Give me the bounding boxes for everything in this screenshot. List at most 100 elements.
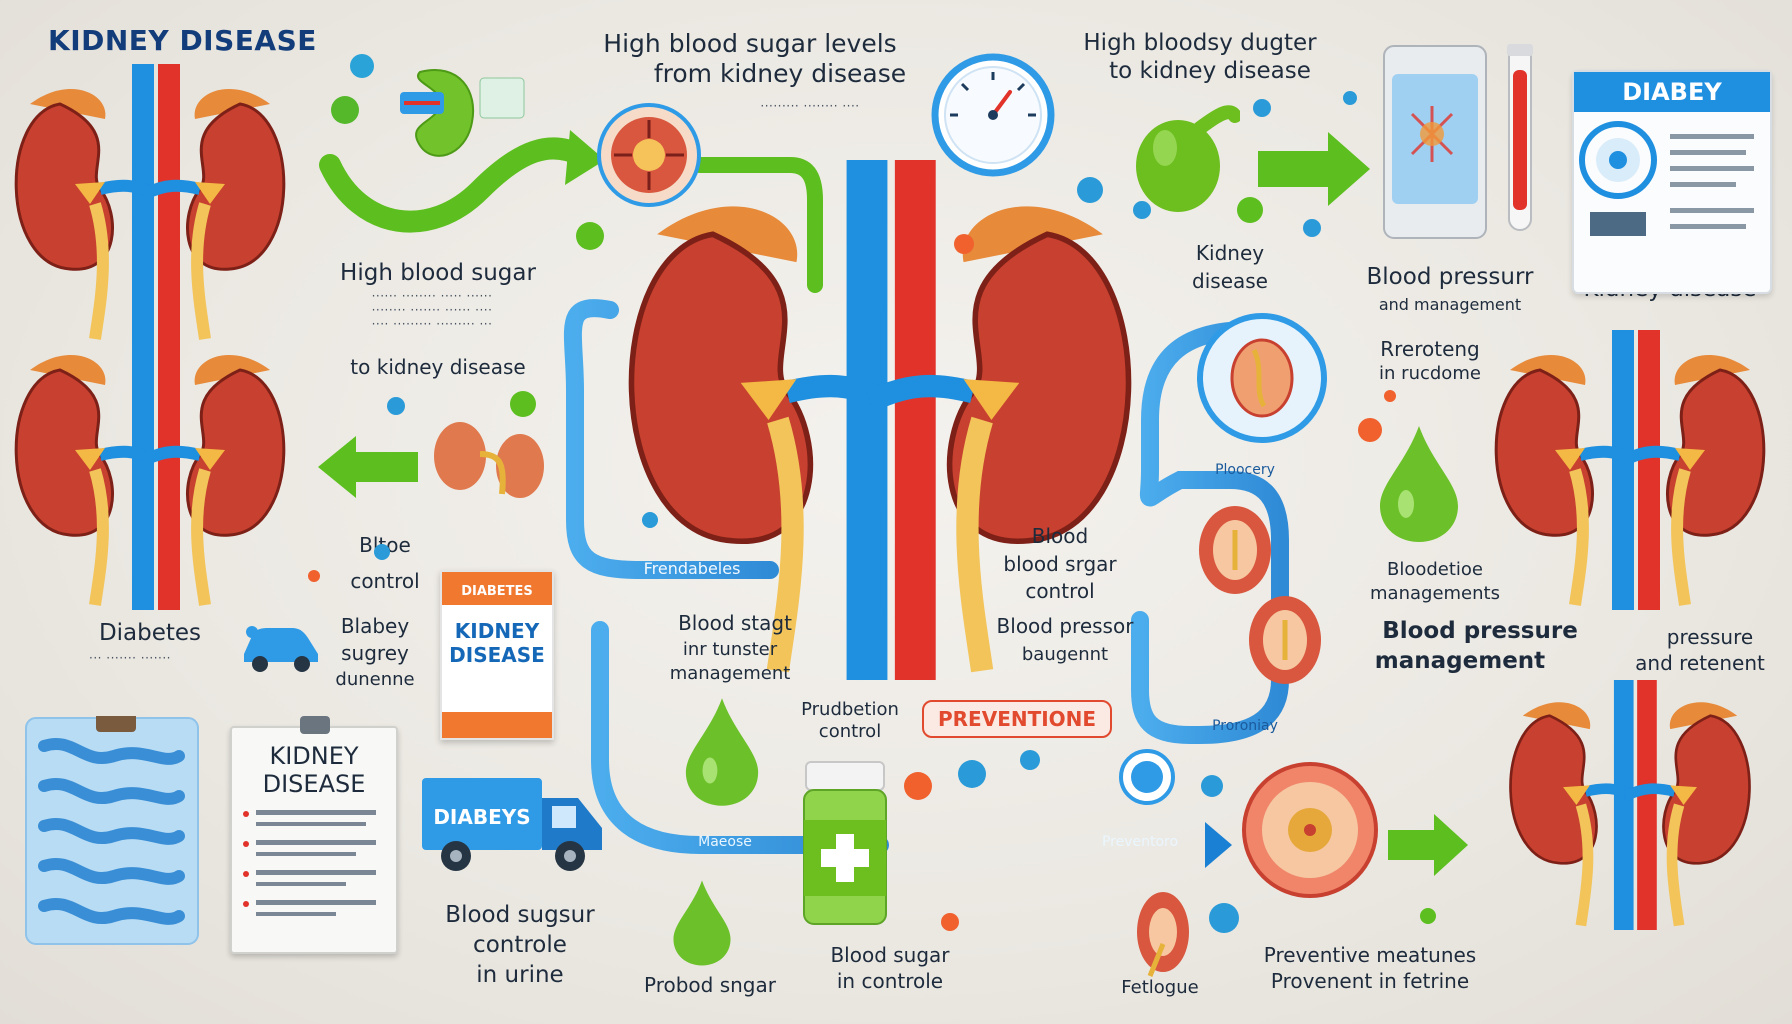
molecule-icon <box>331 54 525 124</box>
truck-label: DIABEYS <box>433 805 530 829</box>
truck-icon: DIABEYS <box>422 778 602 871</box>
caption-top-center: ········· ········ ···· <box>760 99 860 113</box>
label-diabetes: Diabetes <box>98 620 202 646</box>
arrow-right-icon <box>1258 132 1370 206</box>
magnifier-icon <box>1197 313 1327 443</box>
diabey-card-header: DIABEY <box>1574 72 1770 112</box>
label-blabey-3: dunenne <box>335 669 415 690</box>
kidney-icon <box>1137 892 1189 977</box>
droplet-icon <box>685 698 759 806</box>
heading-top-right-2: to kidney disease <box>1109 58 1311 84</box>
label-kidney-mid-2: disease <box>1192 269 1268 293</box>
page-title: KIDNEY DISEASE <box>48 24 317 57</box>
label-kidney-mid-1: Kidney <box>1195 241 1265 265</box>
flow-label-ploocery: Ploocery <box>1215 462 1275 478</box>
label-blood-center-1: Blood <box>1031 524 1089 548</box>
label-rrecotecg-1: Rreroteng <box>1380 337 1480 361</box>
heading-top-right-1: High bloodsy dugter <box>1083 30 1317 56</box>
target-icon <box>1579 121 1754 236</box>
label-blabey-1: Blabey <box>340 614 410 638</box>
droplet-icon <box>1380 426 1458 542</box>
label-pressure-retenent-1: pressure <box>1666 625 1754 649</box>
gallbladder-icon <box>1136 105 1240 212</box>
flow-label-frendabeles: Frendabeles <box>643 559 741 578</box>
clipboard-title-1: KIDNEY <box>269 742 359 770</box>
label-and-management: and management <box>1378 295 1522 314</box>
kidney-icon <box>1199 506 1271 594</box>
label-bloodetioe-1: Bloodetioe <box>1386 559 1484 580</box>
arrow-left-icon <box>318 436 418 498</box>
flow-path-right <box>1131 321 1289 744</box>
clipboard-title-2: DISEASE <box>262 770 366 798</box>
kidney-pair-mid-right <box>1494 330 1766 610</box>
kidney-pair-bottom-right <box>1509 680 1751 930</box>
heading-top-center-2: from kidney disease <box>653 59 907 88</box>
kidney-pair-center <box>628 160 1132 680</box>
label-blood-sugsur-1: Blood sugsur <box>445 902 595 928</box>
label-blood-pressor-2: baugennt <box>1021 644 1109 665</box>
diabey-card: DIABEY <box>1572 70 1772 294</box>
green-connector <box>692 157 823 293</box>
flow-path-left <box>563 299 779 579</box>
kidney-cross-section-icon <box>1242 762 1378 898</box>
caption-left: ······ ········ ····· ·············· ···… <box>371 289 493 331</box>
label-preventive-measures-1: Preventive meatunes <box>1263 943 1477 967</box>
label-high-blood-sugar: High blood sugar <box>340 260 536 286</box>
label-bp-management-2: management <box>1374 648 1546 674</box>
label-blood-sugsur-3: in urine <box>476 962 564 988</box>
label-prevention-control-2: control <box>818 721 882 742</box>
caption-diabetes: ··· ······· ······· <box>89 651 171 665</box>
label-probod-sngar: Probod sngar <box>644 973 776 997</box>
test-tube-icon <box>1507 44 1533 231</box>
arrow-right-icon <box>565 130 605 185</box>
label-prevention-control-1: Prudbetion <box>801 699 899 720</box>
specimen-cube-icon <box>1383 45 1487 239</box>
label-blood-stagt-2: inr tunster <box>682 639 778 660</box>
document-lines <box>243 810 376 916</box>
clipboard-icon: KIDNEY DISEASE <box>230 716 398 954</box>
label-blood-stagt-1: Blood stagt <box>678 611 792 635</box>
car-icon <box>244 626 318 672</box>
label-bp-management-1: Blood pressure <box>1382 618 1578 644</box>
prevention-badge: PREVENTIONE <box>922 700 1113 738</box>
medicine-box-title-1: KIDNEY <box>454 619 540 643</box>
label-to-kidney-disease: to kidney disease <box>350 355 526 379</box>
label-blood-pressurr: Blood pressurr <box>1366 264 1534 290</box>
intestine-icon <box>25 716 199 945</box>
label-rrecotecg-2: in rucdome <box>1379 363 1481 384</box>
label-preventive-measures-2: Provenent in fetrine <box>1270 969 1470 993</box>
label-blood-sugar-controle-1: Blood sugar <box>830 943 950 967</box>
label-blood-sugar-controle-2: in controle <box>836 969 944 993</box>
flow-path-bottom <box>591 621 889 854</box>
label-bltoe-2: control <box>350 569 420 593</box>
kidney-icon <box>1249 596 1321 684</box>
medicine-box-top: DIABETES <box>442 572 552 605</box>
kidney-pair-mid-left <box>14 330 286 610</box>
arrow-right-icon <box>1388 814 1468 876</box>
label-blabey-2: sugrey <box>341 641 409 665</box>
medicine-box: DIABETES KIDNEY DISEASE <box>440 570 554 740</box>
kidney-pair-top-left <box>14 64 286 344</box>
arrow-right-icon <box>1205 822 1232 868</box>
flow-label-preventoro: Preventoro <box>1101 834 1179 850</box>
kidney-icon <box>434 422 544 498</box>
gauge-icon <box>931 53 1055 177</box>
droplet-icon <box>673 880 731 966</box>
label-fetlogue: Fetlogue <box>1121 977 1199 998</box>
sample-badge-icon <box>1119 749 1175 805</box>
flow-label-proroniay: Proroniay <box>1212 718 1278 734</box>
heading-top-center-1: High blood sugar levels <box>603 29 897 58</box>
kidney-cross-section-icon <box>597 103 701 207</box>
label-blood-center-2: blood srgar <box>1003 552 1117 576</box>
label-blood-stagt-3: management <box>669 663 791 684</box>
label-blood-center-3: control <box>1025 579 1095 603</box>
label-blood-sugsur-2: controle <box>473 932 567 958</box>
label-blood-pressor-1: Blood pressor <box>996 614 1134 638</box>
green-swoosh <box>319 137 591 233</box>
pill-bottle-icon <box>803 761 887 925</box>
flow-label-maeose: Maeose <box>698 834 752 850</box>
label-pressure-retenent-2: and retenent <box>1635 651 1765 675</box>
medicine-box-title-2: DISEASE <box>449 643 545 667</box>
